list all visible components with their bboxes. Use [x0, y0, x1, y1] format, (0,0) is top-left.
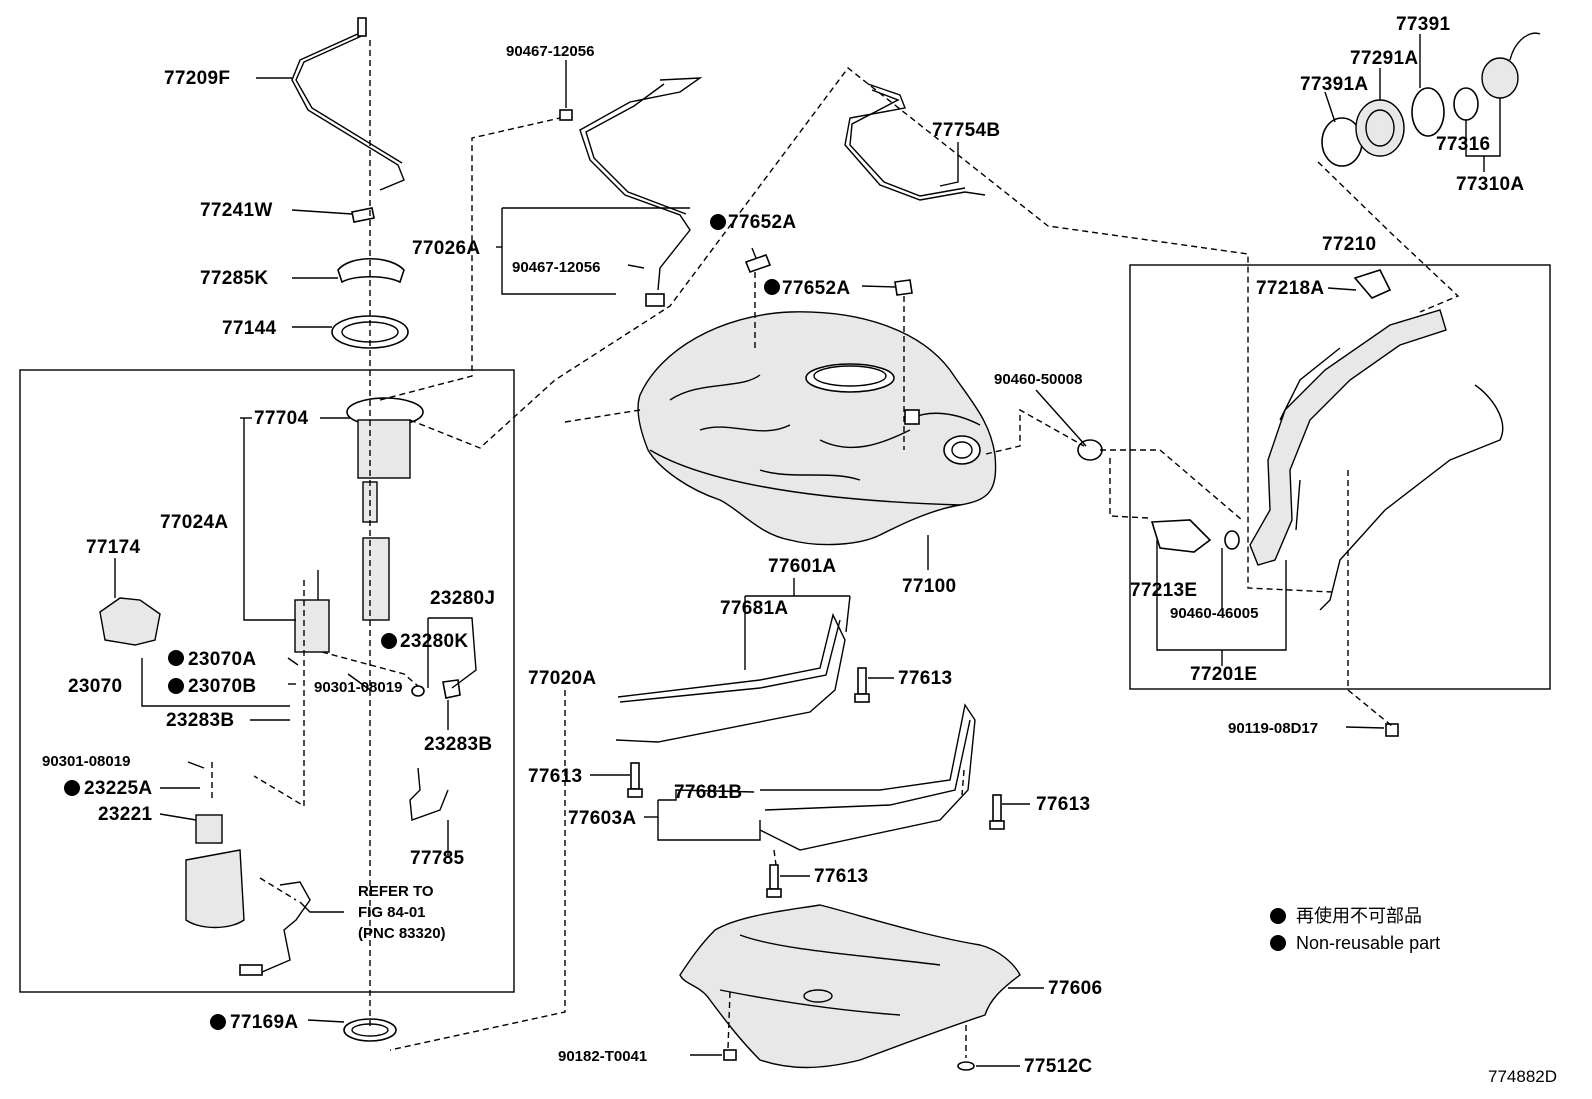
label-77785: 77785 [410, 848, 464, 869]
label-77218A: 77218A [1256, 278, 1324, 299]
label-90467-12056-top: 90467-12056 [506, 43, 594, 60]
label-77209F: 77209F [164, 68, 230, 89]
tube-77209F [291, 20, 405, 191]
pad-77652A-2 [894, 279, 913, 296]
refer-line-3: (PNC 83320) [358, 925, 446, 942]
clip-77241W [351, 207, 375, 223]
pump-23221 [195, 814, 223, 844]
label-77169A: 77169A [230, 1012, 298, 1033]
legend-line-jp: 再使用不可部品 [1296, 906, 1422, 926]
label-77210: 77210 [1322, 234, 1376, 255]
filler-pipe-box [1129, 264, 1551, 690]
straps [615, 612, 976, 851]
label-23070A: 23070A [188, 649, 256, 670]
label-77020A: 77020A [528, 668, 596, 689]
filler-pipe [1150, 269, 1504, 611]
label-77754B: 77754B [932, 120, 1000, 141]
label-77512C: 77512C [1024, 1056, 1092, 1077]
vent-tube-77026A [579, 77, 703, 291]
label-23280J: 23280J [430, 588, 495, 609]
gasket-77169A [343, 1018, 397, 1042]
label-77601A: 77601A [768, 556, 836, 577]
label-77310A: 77310A [1456, 174, 1524, 195]
part-77174 [99, 597, 161, 646]
leader-lines [114, 34, 1501, 1067]
label-23221: 23221 [98, 804, 152, 825]
gasket-77391 [1411, 87, 1445, 137]
label-77652A-1: 77652A [728, 212, 796, 233]
reference-lines [211, 40, 1460, 1058]
harness-fig84 [261, 881, 311, 973]
label-77213E: 77213E [1130, 580, 1197, 601]
label-90182-T0041: 90182-T0041 [558, 1048, 647, 1065]
pump-module-77704 [294, 397, 424, 653]
grommet-90460-50008 [1077, 439, 1103, 461]
label-77652A-2: 77652A [782, 278, 850, 299]
label-77285K: 77285K [200, 268, 268, 289]
refer-line-1: REFER TO [358, 883, 434, 900]
label-77391: 77391 [1396, 14, 1450, 35]
label-77316: 77316 [1436, 134, 1490, 155]
pump-body [185, 849, 245, 929]
label-23070B: 23070B [188, 676, 256, 697]
bolts [627, 667, 1399, 1071]
label-77201E: 77201E [1190, 664, 1257, 685]
label-23283B-left: 23283B [166, 710, 234, 731]
cap-77310A [1481, 57, 1519, 99]
plate-77285K [337, 258, 405, 284]
ring-77291A [1355, 99, 1405, 157]
clamp-90460-46005 [1224, 530, 1240, 550]
tube-77754B [844, 83, 986, 201]
hose-77213E [1150, 519, 1212, 553]
label-77291A: 77291A [1350, 48, 1418, 69]
fuel-tank [637, 311, 997, 546]
label-77391A: 77391A [1300, 74, 1368, 95]
pad-77652A-1 [744, 253, 772, 274]
pump-assembly-box [19, 369, 515, 993]
figure-code: 774882D [1488, 1067, 1557, 1086]
clip-77218A [1353, 269, 1392, 299]
label-77606: 77606 [1048, 978, 1102, 999]
refer-line-2: FIG 84-01 [358, 904, 426, 921]
label-77613-d: 77613 [814, 866, 868, 887]
label-77024A: 77024A [160, 512, 228, 533]
label-77144: 77144 [222, 318, 276, 339]
label-77613-b: 77613 [528, 766, 582, 787]
label-90301-08019-b: 90301-08019 [42, 753, 130, 770]
ring-77316 [1453, 87, 1479, 121]
label-90119-08D17: 90119-08D17 [1228, 720, 1318, 737]
label-77681B: 77681B [674, 782, 742, 803]
harness-77785 [409, 767, 449, 821]
label-23070: 23070 [68, 676, 122, 697]
label-23280K: 23280K [400, 631, 468, 652]
label-77026A: 77026A [412, 238, 480, 259]
non-reusable-markers [64, 214, 1286, 1030]
fuel-tank-protector [679, 904, 1021, 1069]
label-77613-c: 77613 [1036, 794, 1090, 815]
label-77603A: 77603A [568, 808, 636, 829]
label-90460-46005: 90460-46005 [1170, 605, 1258, 622]
label-90467-12056-mid: 90467-12056 [512, 259, 600, 276]
label-77681A: 77681A [720, 598, 788, 619]
label-77100: 77100 [902, 576, 956, 597]
label-23283B-right: 23283B [424, 734, 492, 755]
label-77241W: 77241W [200, 200, 273, 221]
label-77174: 77174 [86, 537, 140, 558]
label-90301-08019-a: 90301-08019 [314, 679, 402, 696]
label-23225A: 23225A [84, 778, 152, 799]
label-77704: 77704 [254, 408, 308, 429]
label-90460-50008: 90460-50008 [994, 371, 1082, 388]
legend-line-en: Non-reusable part [1296, 933, 1440, 953]
label-77613-a: 77613 [898, 668, 952, 689]
